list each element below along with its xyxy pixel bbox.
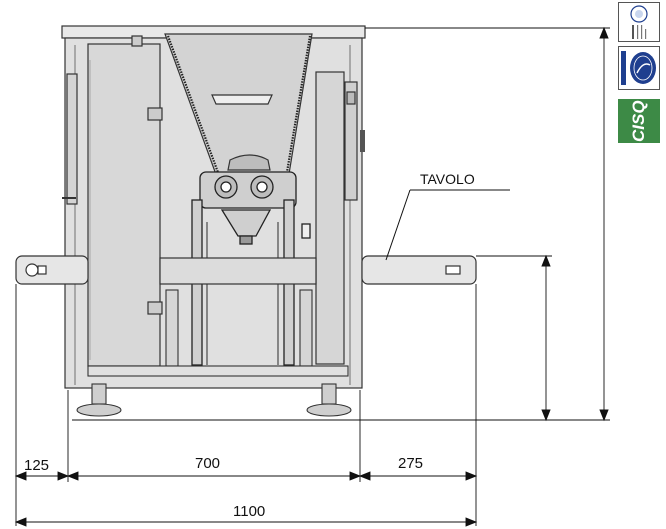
vertical-dimensions [72,26,610,422]
cisq-logo-text: CISQ [629,100,648,142]
table [15,255,477,285]
dim-left-overhang: 125 [24,457,49,474]
cisq-logo: CISQ [618,99,660,143]
table-left-wing [15,255,89,285]
table-center [159,257,317,285]
right-door [315,71,345,365]
lower-frame [87,289,349,377]
left-door [87,43,161,367]
cert-badge-2 [618,46,660,90]
cert-badge-1 [618,2,660,42]
dim-right-overhang: 275 [398,455,423,472]
certiquality-logo-icon [630,5,648,39]
hopper [164,33,313,181]
table-label-text: TAVOLO [420,171,475,187]
feet [76,383,352,417]
dim-total-width: 1100 [233,503,265,520]
horizontal-dimensions [14,284,478,527]
dim-body-width: 700 [195,455,220,472]
certiquality-seal-icon [621,51,656,85]
table-right-wing [361,255,477,285]
table-label: TAVOLO [385,171,510,261]
